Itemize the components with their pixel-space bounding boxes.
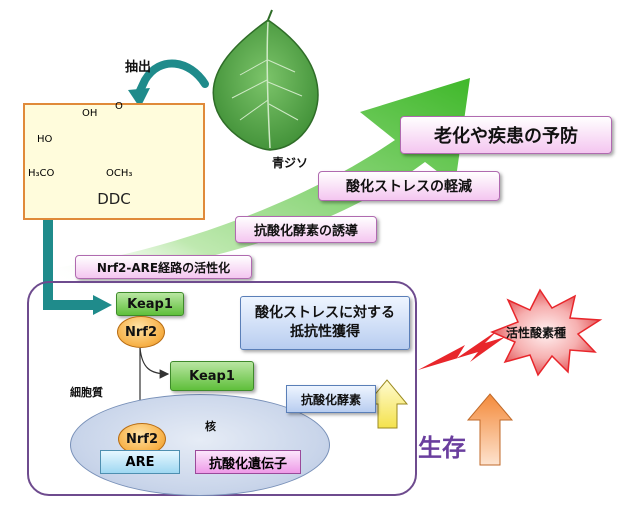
cell-entry-arrow bbox=[43, 220, 95, 310]
antioxidant-enzyme-box: 抗酸化酵素 bbox=[286, 385, 376, 413]
nrf2-nucleus-oval: Nrf2 bbox=[118, 423, 166, 455]
atom-label-oh: OH bbox=[82, 108, 98, 119]
step-enzyme-induction: 抗酸化酵素の誘導 bbox=[235, 216, 377, 243]
compound-name: DDC bbox=[97, 190, 131, 208]
resistance-line2: 抵抗性獲得 bbox=[290, 324, 360, 340]
step-nrf2-are: Nrf2-ARE経路の活性化 bbox=[75, 255, 252, 279]
extraction-arrow bbox=[134, 59, 209, 99]
lightning-bolt-icon bbox=[418, 330, 505, 370]
keap1-complex-box: Keap1 bbox=[116, 292, 184, 316]
nrf2-cytoplasm-oval: Nrf2 bbox=[117, 316, 165, 348]
atom-label-ho: HO bbox=[37, 134, 53, 145]
resistance-box: 酸化ストレスに対する 抵抗性獲得 bbox=[240, 296, 410, 350]
atom-label-h3co: H₃CO bbox=[28, 168, 55, 179]
ddc-compound-box: DDC bbox=[23, 103, 205, 220]
survival-up-arrow bbox=[466, 393, 514, 466]
antioxidant-gene-box: 抗酸化遺伝子 bbox=[195, 450, 301, 474]
step-stress-reduction: 酸化ストレスの軽減 bbox=[318, 171, 500, 201]
perilla-leaf-icon bbox=[212, 9, 319, 151]
keap1-free-box: Keap1 bbox=[170, 361, 254, 391]
atom-label-och3: OCH₃ bbox=[106, 168, 133, 179]
step-prevention: 老化や疾患の予防 bbox=[400, 116, 612, 154]
resistance-line1: 酸化ストレスに対する bbox=[255, 305, 395, 321]
ros-label: 活性酸素種 bbox=[506, 326, 567, 340]
ros-burst-icon bbox=[490, 288, 603, 377]
cytoplasm-label: 細胞質 bbox=[70, 386, 103, 399]
perilla-label: 青ジソ bbox=[272, 156, 309, 170]
atom-label-o: O bbox=[115, 101, 123, 112]
extraction-label: 抽出 bbox=[125, 60, 152, 75]
are-box: ARE bbox=[100, 450, 180, 474]
nucleus-label: 核 bbox=[205, 420, 216, 433]
survival-label: 生存 bbox=[418, 434, 466, 462]
